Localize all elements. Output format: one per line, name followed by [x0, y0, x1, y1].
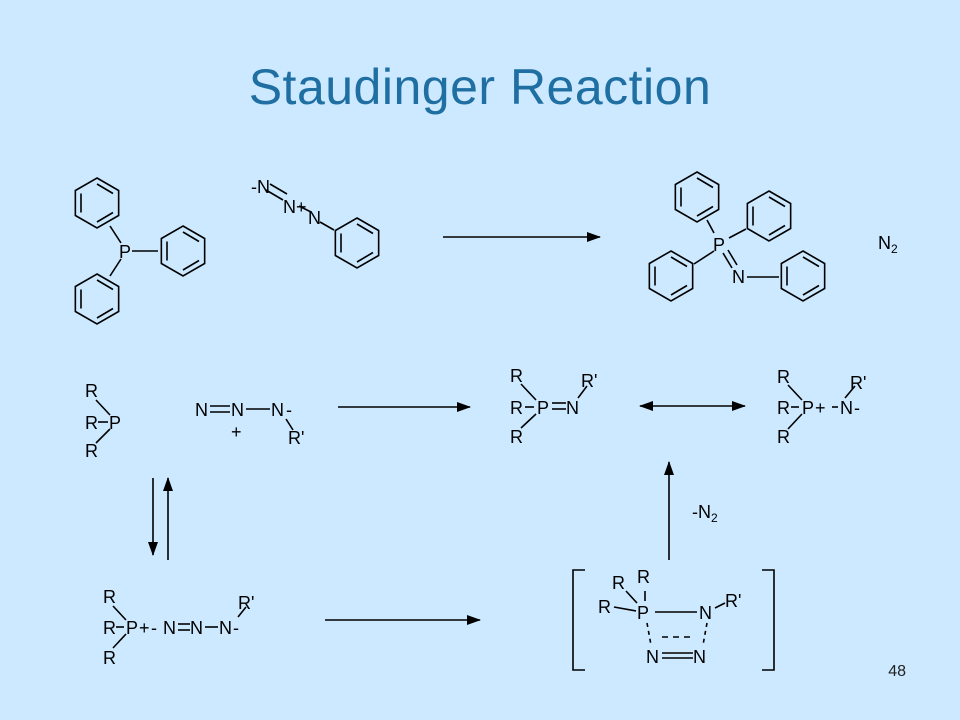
minus-charge: - — [233, 618, 239, 638]
atom-P-ppH3: P — [119, 242, 131, 262]
atom-N: N — [699, 603, 712, 623]
R-group: R — [777, 427, 790, 447]
R-group: R — [103, 648, 116, 668]
minus-nitrogen-label: -N2 — [692, 502, 718, 525]
atom-N: N — [840, 398, 853, 418]
nitrogen-gas-label: N2 — [878, 233, 898, 256]
minus-charge: - — [854, 398, 860, 418]
R-prime-group: R' — [850, 373, 866, 393]
atom-N: N — [646, 647, 659, 667]
R-group: R — [103, 587, 116, 607]
atom-N-product: N — [732, 267, 745, 287]
R-prime-group: R' — [238, 593, 254, 613]
atom-P: P — [109, 413, 121, 433]
atom-N: N — [231, 400, 244, 420]
R-group: R — [510, 398, 523, 418]
atom-P: P — [537, 398, 549, 418]
R-group: R — [85, 441, 98, 461]
azide-N-phenyl: N — [308, 208, 321, 228]
atom-N: N — [271, 400, 284, 420]
organic-azide — [210, 405, 294, 431]
azide-N-terminal: -N — [251, 177, 270, 197]
phenyl-azide — [265, 183, 380, 269]
R-group: R — [637, 567, 650, 587]
iminophosphorane-general — [520, 383, 588, 429]
atom-P-product: P — [713, 235, 725, 255]
azide-N-central: N+ — [283, 197, 307, 217]
triphenylphosphine — [74, 177, 206, 325]
transition-state — [613, 590, 726, 659]
phosphazene-ylide — [787, 384, 856, 430]
R-group: R — [103, 618, 116, 638]
minus-charge: - — [286, 400, 292, 420]
bracket-right — [762, 569, 775, 671]
phosphazide — [112, 605, 247, 649]
plus-charge: + — [231, 422, 242, 442]
R-prime-group: R' — [581, 371, 597, 391]
atom-N: N — [566, 398, 579, 418]
page-number: 48 — [888, 663, 906, 680]
R-group: R — [612, 573, 625, 593]
R-group: R — [85, 381, 98, 401]
R-prime-group: R' — [288, 428, 304, 448]
atom-N: N — [219, 618, 232, 638]
iminophosphorane-product — [648, 171, 826, 302]
R-group: R — [510, 427, 523, 447]
R-group: R — [777, 398, 790, 418]
minus-charge: - — [151, 618, 157, 638]
slide-title: Staudinger Reaction — [248, 59, 712, 115]
atom-P: P — [637, 603, 649, 623]
trialkylphosphine — [95, 399, 111, 444]
atom-N: N — [190, 618, 203, 638]
R-group: R — [598, 597, 611, 617]
atom-N: N — [693, 647, 706, 667]
R-prime-group: R' — [725, 591, 741, 611]
atom-N: N — [163, 618, 176, 638]
atom-N: N — [195, 400, 208, 420]
bracket-left — [572, 569, 585, 671]
R-group: R — [777, 367, 790, 387]
plus-charge: + — [139, 618, 150, 638]
R-group: R — [510, 366, 523, 386]
R-group: R — [85, 413, 98, 433]
plus-charge: + — [815, 398, 826, 418]
atom-P: P — [126, 618, 138, 638]
atom-P: P — [802, 398, 814, 418]
